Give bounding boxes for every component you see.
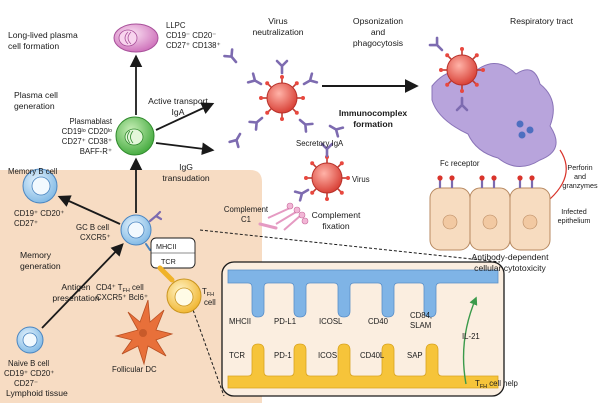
plasmablast-cell: [115, 116, 155, 156]
virus-label: Virus: [352, 175, 370, 184]
arrow-gc-to-memory: [57, 195, 121, 225]
synapse-bottom-label: SAP: [407, 351, 423, 360]
fc-receptor-icons: [437, 175, 535, 188]
follicular-dc-label: Follicular DC: [112, 365, 157, 374]
respiratory-tract-label: Respiratory tract: [510, 16, 574, 26]
synapse-top-label: PD-L1: [274, 317, 296, 326]
lymphoid-tissue-region: [0, 170, 262, 403]
synapse-top-label: CD84,: [410, 311, 432, 320]
memory-b-markers: CD19⁺ CD20⁺CD27⁺: [14, 209, 64, 228]
tfh-cell: [157, 265, 202, 314]
synapse-bottom-label: PD-1: [274, 351, 292, 360]
secretory-iga-label: Secretory IgA: [296, 139, 344, 148]
synapse-top-label: ICOSL: [319, 317, 343, 326]
antibody-icon: [326, 120, 345, 138]
fc-receptor-label: Fc receptor: [440, 159, 480, 168]
synapse-bottom-label: TCR: [229, 351, 245, 360]
tfh-help-arrow: [462, 296, 478, 385]
antibody-icon: [228, 130, 246, 149]
antibody-icon: [246, 72, 265, 90]
tcr-small-label: TCR: [161, 257, 176, 266]
complement-c1-icon: [258, 202, 309, 231]
lymphoid-tissue-label: Lymphoid tissue: [6, 388, 68, 398]
opsonized-virus: [438, 46, 486, 94]
antibody-icon: [275, 59, 289, 75]
antibody-icon: [295, 114, 314, 133]
antibody-icon: [293, 184, 312, 202]
arrow-naive-to-gc: [41, 243, 124, 329]
il21-label: IL-21: [462, 332, 480, 341]
virus-neutralization-particle: [258, 74, 306, 122]
synapse-bcell-membrane: [227, 269, 499, 318]
antibody-icon: [248, 112, 267, 131]
tfh-help-label: TFH cell help: [475, 379, 519, 390]
memory-b-label: Memory B cell: [8, 167, 58, 176]
follicular-dc: [114, 299, 174, 366]
synapse-top-label: SLAM: [410, 321, 431, 330]
synapse-top-label: CD40: [368, 317, 389, 326]
antibody-icon: [428, 36, 447, 55]
macrophage-cell: [431, 63, 557, 167]
memory-b-cell: [22, 168, 58, 204]
naive-b-cell: [16, 326, 44, 354]
infected-epithelium: [429, 187, 551, 251]
mhcii-small-label: MHCII: [156, 242, 176, 251]
synapse-top-label: MHCII: [229, 317, 251, 326]
synapse-tcell-membrane: [227, 343, 499, 389]
synapse-bottom-label: CD40L: [360, 351, 385, 360]
llpc-cell: [113, 23, 159, 53]
antibody-icon: [300, 72, 319, 90]
arrow-active-transport: [155, 102, 215, 131]
synapse-bottom-label: ICOS: [318, 351, 337, 360]
virus-complement-particle: [303, 154, 351, 202]
antibody-icon: [223, 48, 242, 67]
zoom-line-top: [199, 229, 501, 263]
arrow-igg-transudation: [155, 142, 215, 156]
gc-b-cell: [120, 210, 163, 251]
